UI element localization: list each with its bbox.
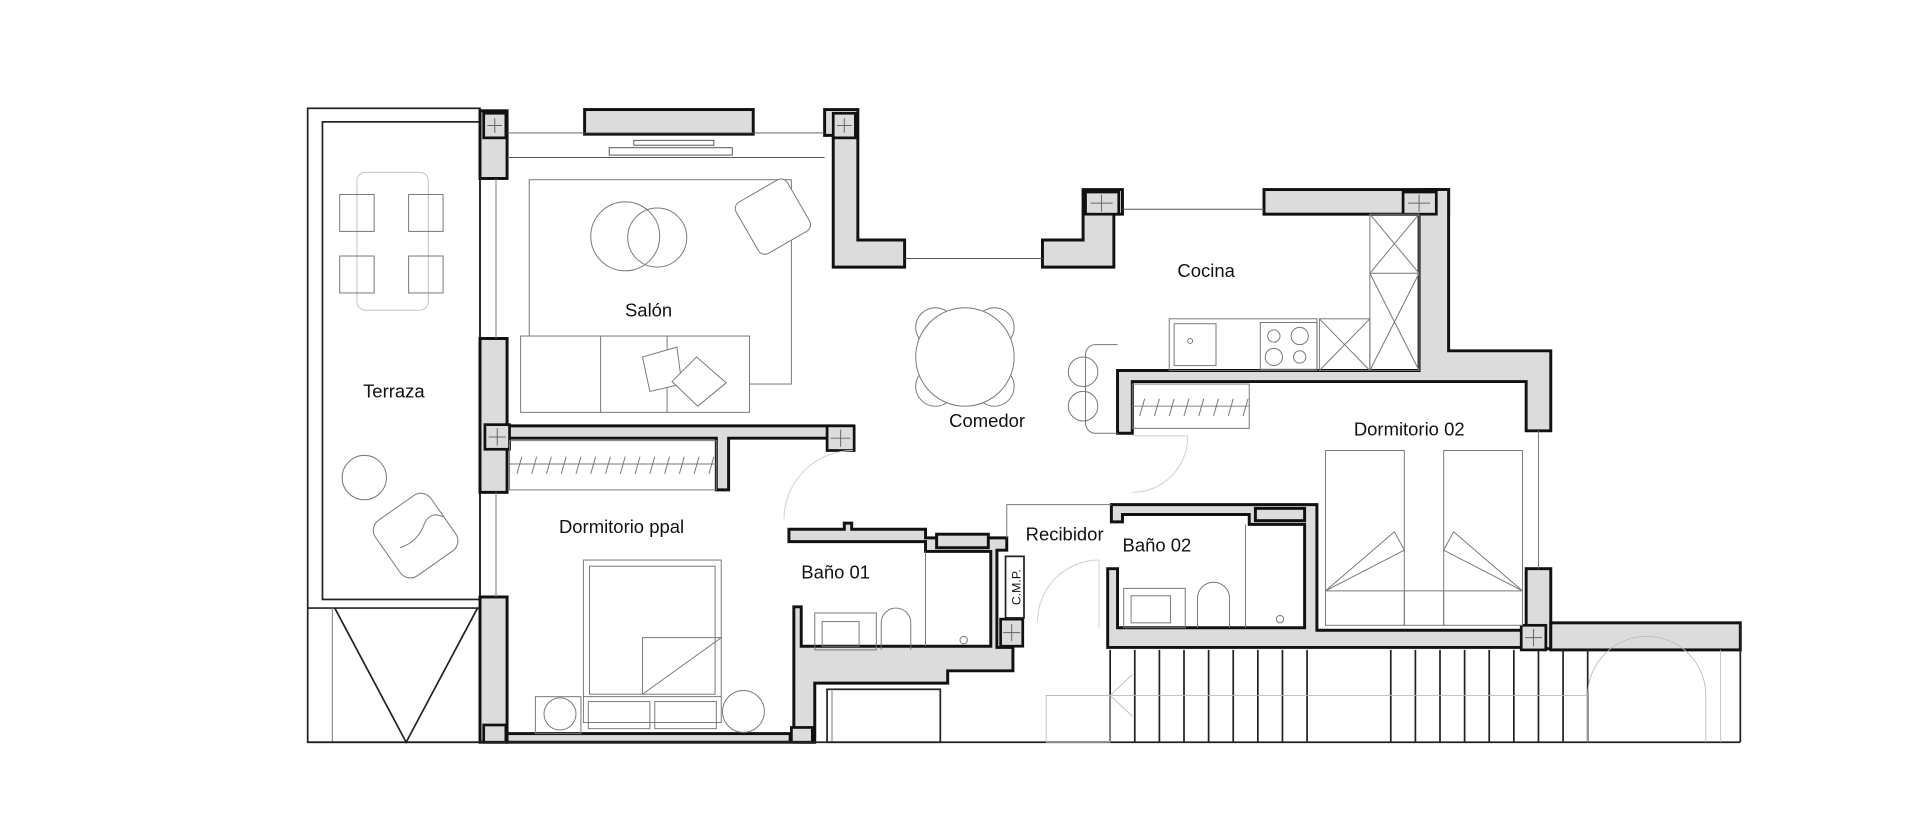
- wardrobes: [509, 383, 1250, 491]
- column: [1401, 190, 1438, 216]
- nightstand: [534, 696, 582, 735]
- outdoor-lounge-chair: [372, 492, 459, 579]
- bedroom-02-furniture: [1325, 450, 1523, 626]
- wall: [478, 595, 509, 744]
- single-bed: [1443, 450, 1523, 626]
- label-cmp: C.M.P.: [1009, 569, 1023, 605]
- door-swing: [1037, 559, 1100, 622]
- doors: [783, 435, 1189, 628]
- terrace-outline: [306, 107, 481, 744]
- wall: [505, 732, 792, 744]
- bar-stool: [1067, 356, 1099, 387]
- cabinet: [826, 688, 942, 744]
- wall: [787, 521, 1015, 744]
- tv-unit: [608, 147, 733, 156]
- label-cocina: Cocina: [1177, 260, 1235, 281]
- arch: [1587, 636, 1707, 743]
- dining-furniture: [915, 307, 1118, 434]
- outdoor-table: [356, 171, 429, 311]
- outdoor-chair: [339, 193, 375, 232]
- washbasin: [814, 612, 877, 651]
- cmp-shaft: [1004, 555, 1025, 619]
- column: [825, 424, 856, 452]
- column: [790, 726, 814, 744]
- wall: [505, 424, 855, 492]
- column: [482, 111, 508, 140]
- hall-outline: [1006, 504, 1112, 538]
- toilet: [880, 607, 912, 650]
- label-dormitorio-02: Dormitorio 02: [1354, 419, 1465, 440]
- wall: [1116, 188, 1553, 435]
- dining-table: [915, 307, 1015, 407]
- label-recibidor: Recibidor: [1026, 523, 1104, 544]
- wall: [823, 108, 907, 269]
- master-bedroom-furniture: [534, 559, 765, 735]
- nightstand: [1403, 590, 1445, 626]
- column: [1519, 623, 1548, 652]
- coffee-table: [590, 201, 661, 272]
- wall: [478, 337, 509, 494]
- door-swing: [783, 450, 853, 520]
- coffee-table: [627, 207, 688, 268]
- sink-drain: [1187, 338, 1194, 344]
- column: [1084, 190, 1121, 216]
- staircase: [307, 622, 1742, 744]
- label-comedor: Comedor: [949, 410, 1025, 431]
- shower-drain: [959, 635, 968, 645]
- column: [483, 423, 511, 451]
- label-dormitorio-ppal: Dormitorio ppal: [559, 516, 684, 537]
- outdoor-side-table: [341, 454, 387, 501]
- shower-drain: [1275, 614, 1285, 624]
- terrace-inner: [321, 120, 481, 601]
- windows: [495, 132, 1539, 597]
- bar-stool: [1067, 390, 1099, 422]
- toilet: [1197, 581, 1231, 628]
- side-table: [721, 690, 765, 733]
- washbasin: [1123, 587, 1186, 629]
- tall-cabinet: [1369, 213, 1420, 371]
- counter: [1168, 318, 1318, 371]
- bathroom-01-fixtures: [814, 532, 1025, 744]
- breakfast-bar: [1085, 344, 1118, 434]
- cushion: [671, 356, 727, 407]
- vent: [935, 532, 990, 550]
- column: [831, 111, 857, 140]
- living-room-furniture: [520, 178, 812, 413]
- columns: [482, 111, 1548, 744]
- outdoor-chair: [408, 193, 444, 232]
- storage-opening-icon: [334, 607, 479, 745]
- label-bano-02: Baño 02: [1123, 534, 1192, 555]
- wall: [583, 108, 755, 136]
- wardrobe-master: [509, 440, 717, 491]
- column: [999, 617, 1025, 648]
- lounge-chair-cushion: [399, 514, 444, 549]
- label-terraza: Terraza: [363, 381, 425, 402]
- tv: [633, 139, 715, 146]
- door-swing: [1132, 435, 1189, 493]
- column: [482, 723, 508, 744]
- outdoor-chair: [339, 255, 375, 294]
- vent: [1253, 506, 1307, 523]
- cooktop: [1259, 321, 1318, 370]
- bench-drawer: [587, 701, 651, 730]
- bathroom-02-fixtures: [1123, 506, 1307, 629]
- kitchen-furniture: [1168, 213, 1420, 371]
- double-bed: [582, 559, 722, 724]
- label-bano-01: Baño 01: [801, 562, 870, 583]
- sink: [1173, 323, 1217, 367]
- armchair: [734, 178, 812, 255]
- bench-drawer: [654, 701, 717, 730]
- stair-treads: [1109, 649, 1589, 743]
- wall: [1106, 503, 1538, 649]
- outdoor-chair: [408, 255, 444, 294]
- label-salon: Salón: [625, 299, 672, 320]
- room-labels: Terraza Salón Cocina Comedor Dormitorio …: [363, 260, 1465, 605]
- single-bed: [1325, 450, 1405, 626]
- terrace-area: [306, 107, 481, 745]
